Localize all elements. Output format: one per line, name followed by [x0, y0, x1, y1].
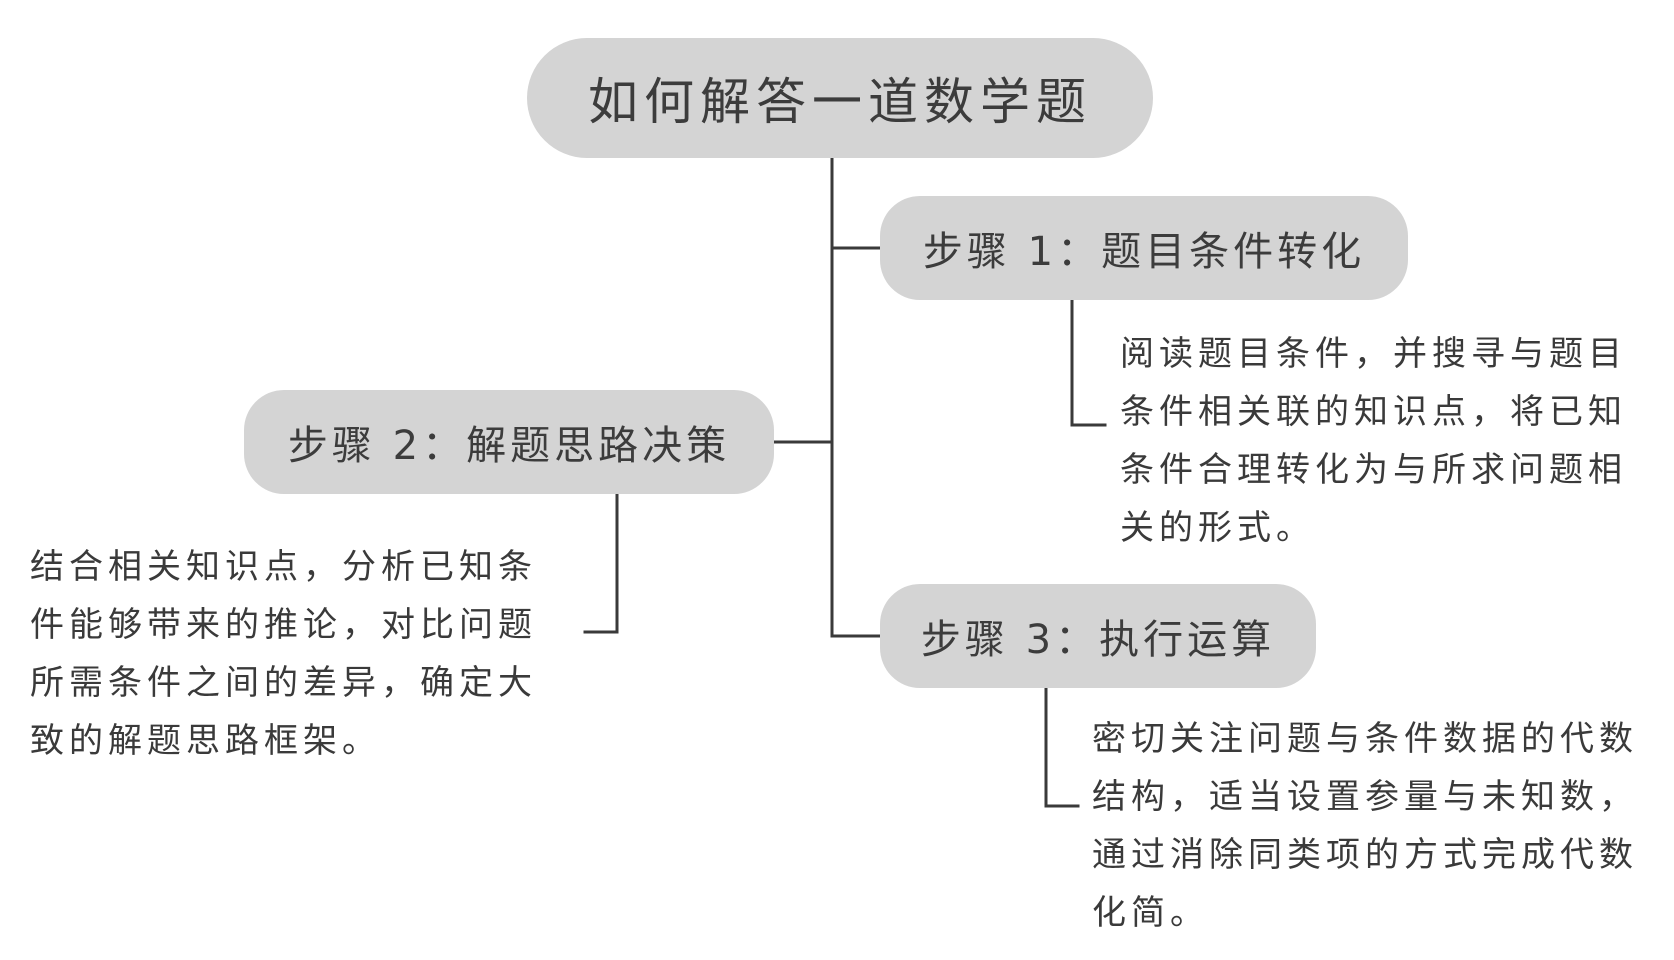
- step1-description: 阅读题目条件，并搜寻与题目条件相关联的知识点，将已知条件合理转化为与所求问题相关…: [1120, 334, 1627, 548]
- step3-description: 密切关注问题与条件数据的代数结构，适当设置参量与未知数，通过消除同类项的方式完成…: [1092, 719, 1638, 933]
- step2-node-label: 步骤 2：解题思路决策: [287, 423, 731, 469]
- step3-node: 步骤 3：执行运算: [880, 584, 1316, 688]
- step3-node-label: 步骤 3：执行运算: [920, 617, 1276, 663]
- root-node-label: 如何解答一道数学题: [588, 73, 1092, 131]
- step2-description: 结合相关知识点，分析已知条件能够带来的推论，对比问题所需条件之间的差异，确定大致…: [30, 547, 537, 761]
- step1-node: 步骤 1：题目条件转化: [880, 196, 1408, 300]
- step2-node: 步骤 2：解题思路决策: [244, 390, 774, 494]
- root-node: 如何解答一道数学题: [527, 38, 1153, 158]
- step1-node-label: 步骤 1：题目条件转化: [922, 229, 1366, 275]
